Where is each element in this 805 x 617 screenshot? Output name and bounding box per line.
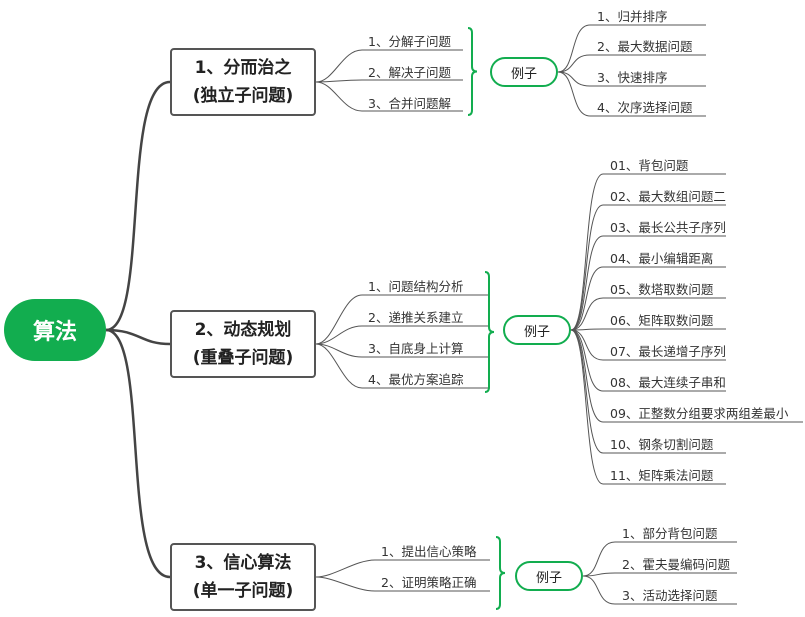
- step-brace: [484, 271, 495, 393]
- step-connector: [315, 576, 490, 592]
- step-connector: [315, 325, 490, 345]
- example-item[interactable]: 06、矩阵取数问题: [610, 313, 714, 328]
- example-connector: [570, 329, 726, 392]
- example-node[interactable]: 例子: [515, 561, 583, 591]
- example-connector: [557, 24, 706, 73]
- example-item[interactable]: 07、最长递增子序列: [610, 344, 726, 359]
- example-item[interactable]: 10、钢条切割问题: [610, 437, 714, 452]
- example-item[interactable]: 2、最大数据问题: [597, 39, 693, 54]
- branch-greedy[interactable]: 3、信心算法 (单一子问题): [170, 543, 316, 611]
- step-connector: [315, 79, 463, 83]
- example-item[interactable]: 3、活动选择问题: [622, 588, 718, 603]
- example-connector: [582, 541, 737, 577]
- step-connector: [315, 49, 463, 83]
- step-label[interactable]: 1、分解子问题: [368, 34, 451, 49]
- branch-subtitle: (独立子问题): [192, 86, 294, 106]
- step-label[interactable]: 3、合并问题解: [368, 96, 451, 111]
- example-connector: [570, 266, 726, 331]
- example-item[interactable]: 09、正整数分组要求两组差最小: [610, 406, 789, 421]
- example-connector: [570, 328, 726, 331]
- example-connector: [557, 71, 706, 87]
- root-connector: [105, 80, 171, 332]
- example-item[interactable]: 2、霍夫曼编码问题: [622, 557, 730, 572]
- step-label[interactable]: 2、证明策略正确: [381, 575, 477, 590]
- example-item[interactable]: 11、矩阵乘法问题: [610, 468, 714, 483]
- example-connector: [582, 575, 737, 605]
- example-item[interactable]: 04、最小编辑距离: [610, 251, 714, 266]
- example-item[interactable]: 4、次序选择问题: [597, 100, 693, 115]
- example-node[interactable]: 例子: [490, 57, 558, 87]
- example-item[interactable]: 03、最长公共子序列: [610, 220, 726, 235]
- branch-subtitle: (单一子问题): [192, 581, 294, 601]
- branch-divide-conquer[interactable]: 1、分而治之 (独立子问题): [170, 48, 316, 116]
- root-connector: [105, 328, 171, 579]
- step-connector: [315, 343, 490, 389]
- example-connector: [582, 572, 737, 577]
- example-connector: [570, 235, 726, 331]
- step-connector: [315, 343, 490, 358]
- example-connector: [570, 297, 726, 331]
- root-connector: [105, 328, 171, 346]
- example-item[interactable]: 01、背包问题: [610, 158, 689, 173]
- example-node[interactable]: 例子: [503, 315, 571, 345]
- branch-subtitle: (重叠子问题): [192, 348, 294, 368]
- example-connector: [570, 329, 726, 361]
- step-connector: [315, 294, 490, 345]
- step-connector: [315, 559, 490, 578]
- step-label[interactable]: 2、解决子问题: [368, 65, 451, 80]
- branch-title: 1、分而治之: [194, 58, 292, 78]
- step-label[interactable]: 4、最优方案追踪: [368, 372, 464, 387]
- example-connector: [570, 173, 726, 331]
- branch-title: 2、动态规划: [194, 320, 292, 340]
- root-node[interactable]: 算法: [4, 299, 106, 361]
- step-brace: [467, 27, 478, 116]
- example-connector: [570, 329, 726, 485]
- step-label[interactable]: 3、自底身上计算: [368, 341, 464, 356]
- step-label[interactable]: 2、递推关系建立: [368, 310, 464, 325]
- example-connector: [570, 204, 726, 331]
- example-connector: [557, 71, 706, 117]
- example-item[interactable]: 1、归并排序: [597, 9, 668, 24]
- example-item[interactable]: 08、最大连续子串和: [610, 375, 726, 390]
- example-item[interactable]: 3、快速排序: [597, 70, 668, 85]
- step-connector: [315, 81, 463, 112]
- example-item[interactable]: 05、数塔取数问题: [610, 282, 714, 297]
- branch-dynamic-programming[interactable]: 2、动态规划 (重叠子问题): [170, 310, 316, 378]
- example-item[interactable]: 1、部分背包问题: [622, 526, 718, 541]
- step-label[interactable]: 1、问题结构分析: [368, 279, 464, 294]
- step-label[interactable]: 1、提出信心策略: [381, 544, 477, 559]
- example-connector: [557, 54, 706, 73]
- step-brace: [495, 536, 506, 610]
- example-item[interactable]: 02、最大数组问题二: [610, 189, 726, 204]
- branch-title: 3、信心算法: [194, 553, 292, 573]
